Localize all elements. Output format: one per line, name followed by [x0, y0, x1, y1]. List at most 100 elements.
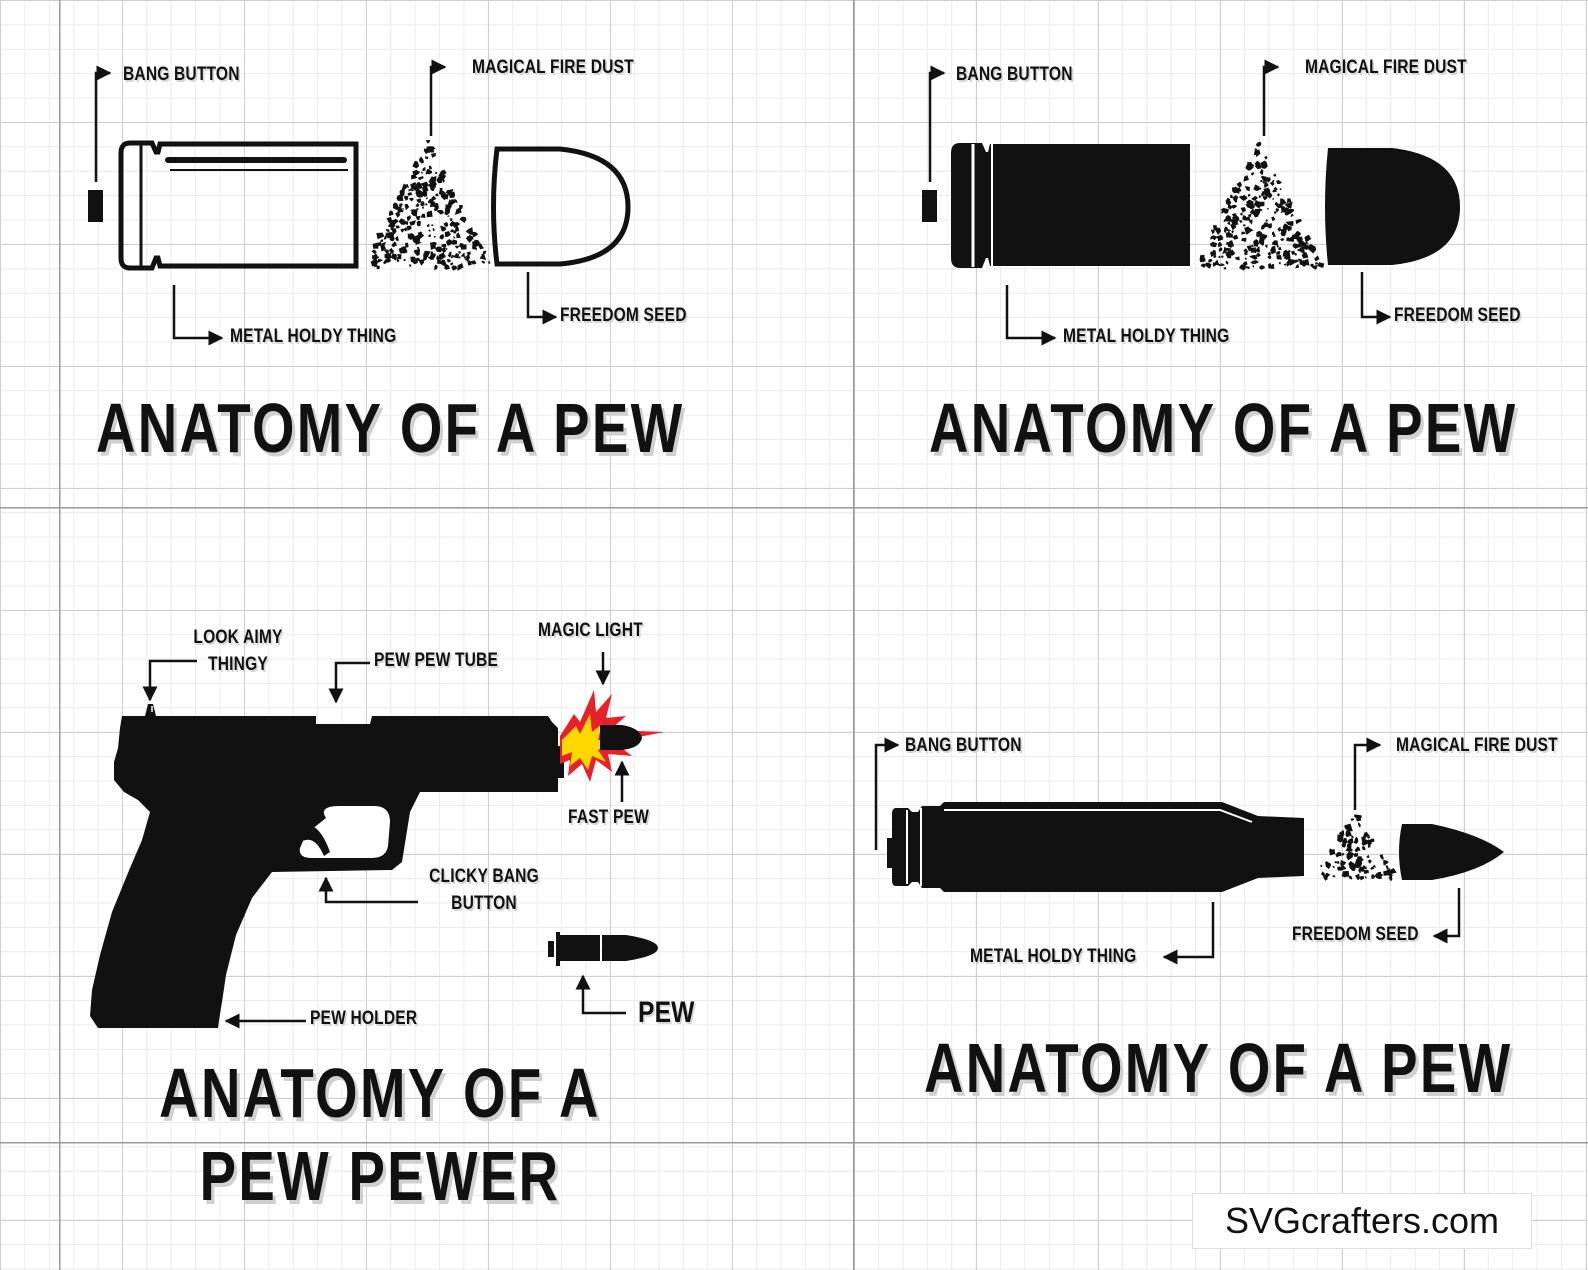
- dust-speck: [1332, 865, 1335, 869]
- dust-speck: [1243, 248, 1249, 254]
- dust-speck: [1347, 846, 1351, 852]
- dust-speck: [1265, 189, 1271, 195]
- dust-speck: [406, 225, 412, 230]
- dust-speck: [391, 241, 397, 248]
- dust-speck: [428, 147, 435, 153]
- dust-speck: [444, 206, 451, 216]
- freedom-seed-leader-2: [1360, 272, 1392, 325]
- dust-speck: [466, 251, 471, 256]
- label-magic-light: MAGIC LIGHT: [538, 620, 643, 641]
- dust-speck: [400, 228, 405, 233]
- dust-speck: [395, 235, 399, 242]
- dust-speck: [1205, 262, 1212, 269]
- label-look-aimy-1: LOOK AIMY: [193, 627, 283, 648]
- dust-speck: [1200, 257, 1206, 263]
- fire-dust-leader-3: [1353, 737, 1382, 810]
- dust-speck: [1233, 198, 1238, 203]
- dust-speck: [376, 265, 380, 270]
- dust-speck: [467, 260, 472, 266]
- dust-speck: [408, 264, 412, 268]
- dust-speck: [1265, 219, 1268, 222]
- dust-speck: [1267, 255, 1272, 260]
- dust-speck: [461, 217, 464, 221]
- dust-speck: [1250, 209, 1256, 215]
- dust-speck: [383, 258, 387, 265]
- dust-speck: [448, 251, 452, 255]
- dust-speck: [417, 185, 423, 189]
- dust-speck: [421, 171, 423, 174]
- dust-speck: [1388, 868, 1397, 875]
- dust-speck: [1379, 853, 1384, 860]
- dust-speck: [1275, 208, 1279, 213]
- dust-speck: [1231, 230, 1235, 234]
- label-magical-fire-dust: MAGICAL FIRE DUST: [472, 57, 634, 78]
- dust-speck: [434, 202, 439, 210]
- label-freedom-seed-3: FREEDOM SEED: [1292, 924, 1419, 945]
- dust-speck: [1271, 216, 1276, 222]
- dust-speck: [1256, 230, 1263, 238]
- label-pew-pew-tube: PEW PEW TUBE: [374, 650, 499, 671]
- dust-speck: [1337, 834, 1344, 843]
- dust-speck: [402, 207, 404, 210]
- dust-speck: [1291, 250, 1296, 255]
- fire-dust-leader: [429, 59, 447, 136]
- dust-speck: [1277, 193, 1280, 197]
- dust-speck: [1238, 195, 1248, 201]
- dust-speck: [1366, 839, 1372, 846]
- dust-speck: [379, 244, 386, 252]
- freedom-seed-leader: [526, 272, 558, 325]
- bullet-outline: [491, 146, 631, 267]
- dust-speck: [406, 215, 411, 222]
- dust-speck: [1245, 265, 1249, 269]
- dust-speck: [1240, 212, 1243, 216]
- dust-speck: [1280, 198, 1288, 204]
- dust-speck: [451, 265, 458, 271]
- dust-speck: [1362, 845, 1366, 851]
- dust-speck: [1302, 244, 1310, 250]
- dust-speck: [455, 245, 460, 249]
- dust-speck: [395, 225, 401, 229]
- dust-speck: [396, 206, 404, 214]
- dust-speck: [428, 229, 431, 232]
- dust-speck: [377, 258, 383, 263]
- dust-speck: [441, 243, 447, 248]
- dust-speck: [1249, 219, 1253, 225]
- dust-speck: [1281, 206, 1286, 213]
- dust-speck: [412, 259, 418, 265]
- dust-speck: [396, 257, 400, 260]
- dust-speck: [1264, 155, 1268, 160]
- label-magical-fire-dust-3: MAGICAL FIRE DUST: [1396, 735, 1558, 756]
- dust-speck: [384, 253, 392, 260]
- dust-speck: [1249, 205, 1254, 210]
- label-metal-holdy-thing-3: METAL HOLDY THING: [970, 946, 1137, 967]
- dust-speck: [1242, 261, 1248, 266]
- dust-speck: [1223, 267, 1227, 270]
- dust-speck: [396, 258, 400, 263]
- dust-speck: [1231, 218, 1239, 227]
- dust-speck: [1240, 207, 1247, 213]
- label-magical-fire-dust-2: MAGICAL FIRE DUST: [1305, 57, 1467, 78]
- dust-speck: [421, 206, 424, 209]
- label-bang-button: BANG BUTTON: [123, 64, 240, 85]
- dust-speck: [1241, 238, 1244, 242]
- dust-speck: [1346, 837, 1354, 845]
- dust-speck: [391, 234, 394, 237]
- dust-speck: [441, 253, 445, 259]
- dust-speck: [1349, 863, 1355, 868]
- dust-speck: [1260, 175, 1268, 182]
- dust-speck: [1218, 241, 1222, 245]
- dust-speck: [425, 203, 428, 206]
- dust-speck: [1362, 831, 1370, 839]
- title-bottom-right: ANATOMY OF A PEW: [924, 1029, 1513, 1107]
- rifle-bullet: [1399, 824, 1504, 880]
- dust-speck: [1244, 186, 1250, 192]
- dust-speck: [389, 237, 394, 241]
- dust-speck: [1291, 234, 1297, 240]
- dust-speck: [404, 203, 409, 207]
- dust-speck: [1271, 264, 1275, 269]
- watermark: SVGcrafters.com: [1192, 1193, 1532, 1249]
- dust-speck: [1257, 187, 1262, 191]
- dust-speck: [408, 188, 412, 192]
- dust-speck: [1227, 205, 1232, 209]
